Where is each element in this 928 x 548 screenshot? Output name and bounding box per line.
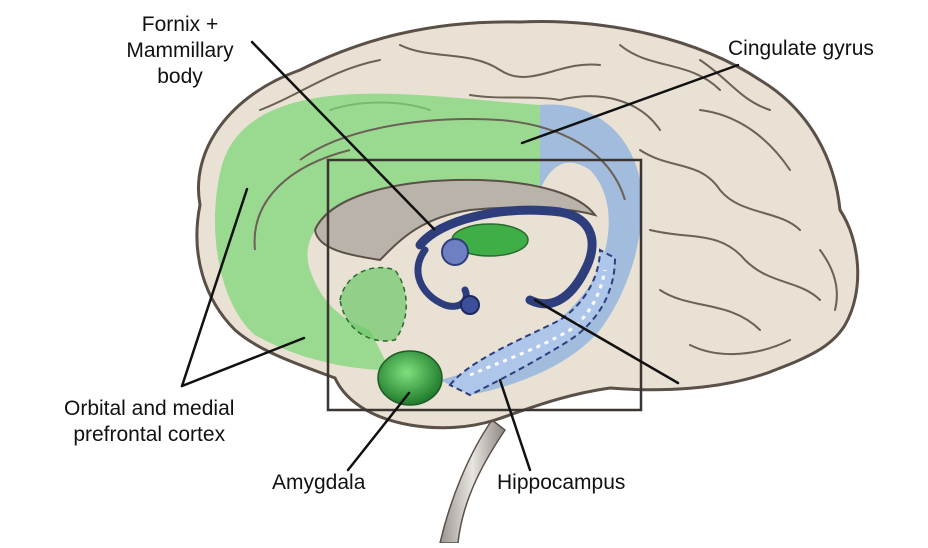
orbital-label: Orbital and medial prefrontal cortex — [64, 396, 234, 448]
pointer-orbital-b — [182, 338, 304, 386]
brainstem — [440, 420, 505, 543]
cingulate-label: Cingulate gyrus — [728, 36, 874, 62]
hippocampus-label: Hippocampus — [497, 470, 625, 496]
orbital-label-line1: Orbital and medial — [64, 396, 234, 422]
mammillary-body-lower — [461, 296, 479, 314]
fornix-label-line1: Fornix + — [110, 12, 250, 38]
amygdala-structure — [378, 351, 442, 405]
fornix-label-line2: Mammillary — [110, 38, 250, 64]
amygdala-label: Amygdala — [272, 470, 365, 496]
fornix-label: Fornix + Mammillary body — [110, 12, 250, 90]
mammillary-body — [442, 239, 468, 265]
orbital-label-line2: prefrontal cortex — [64, 422, 234, 448]
fornix-label-line3: body — [110, 64, 250, 90]
